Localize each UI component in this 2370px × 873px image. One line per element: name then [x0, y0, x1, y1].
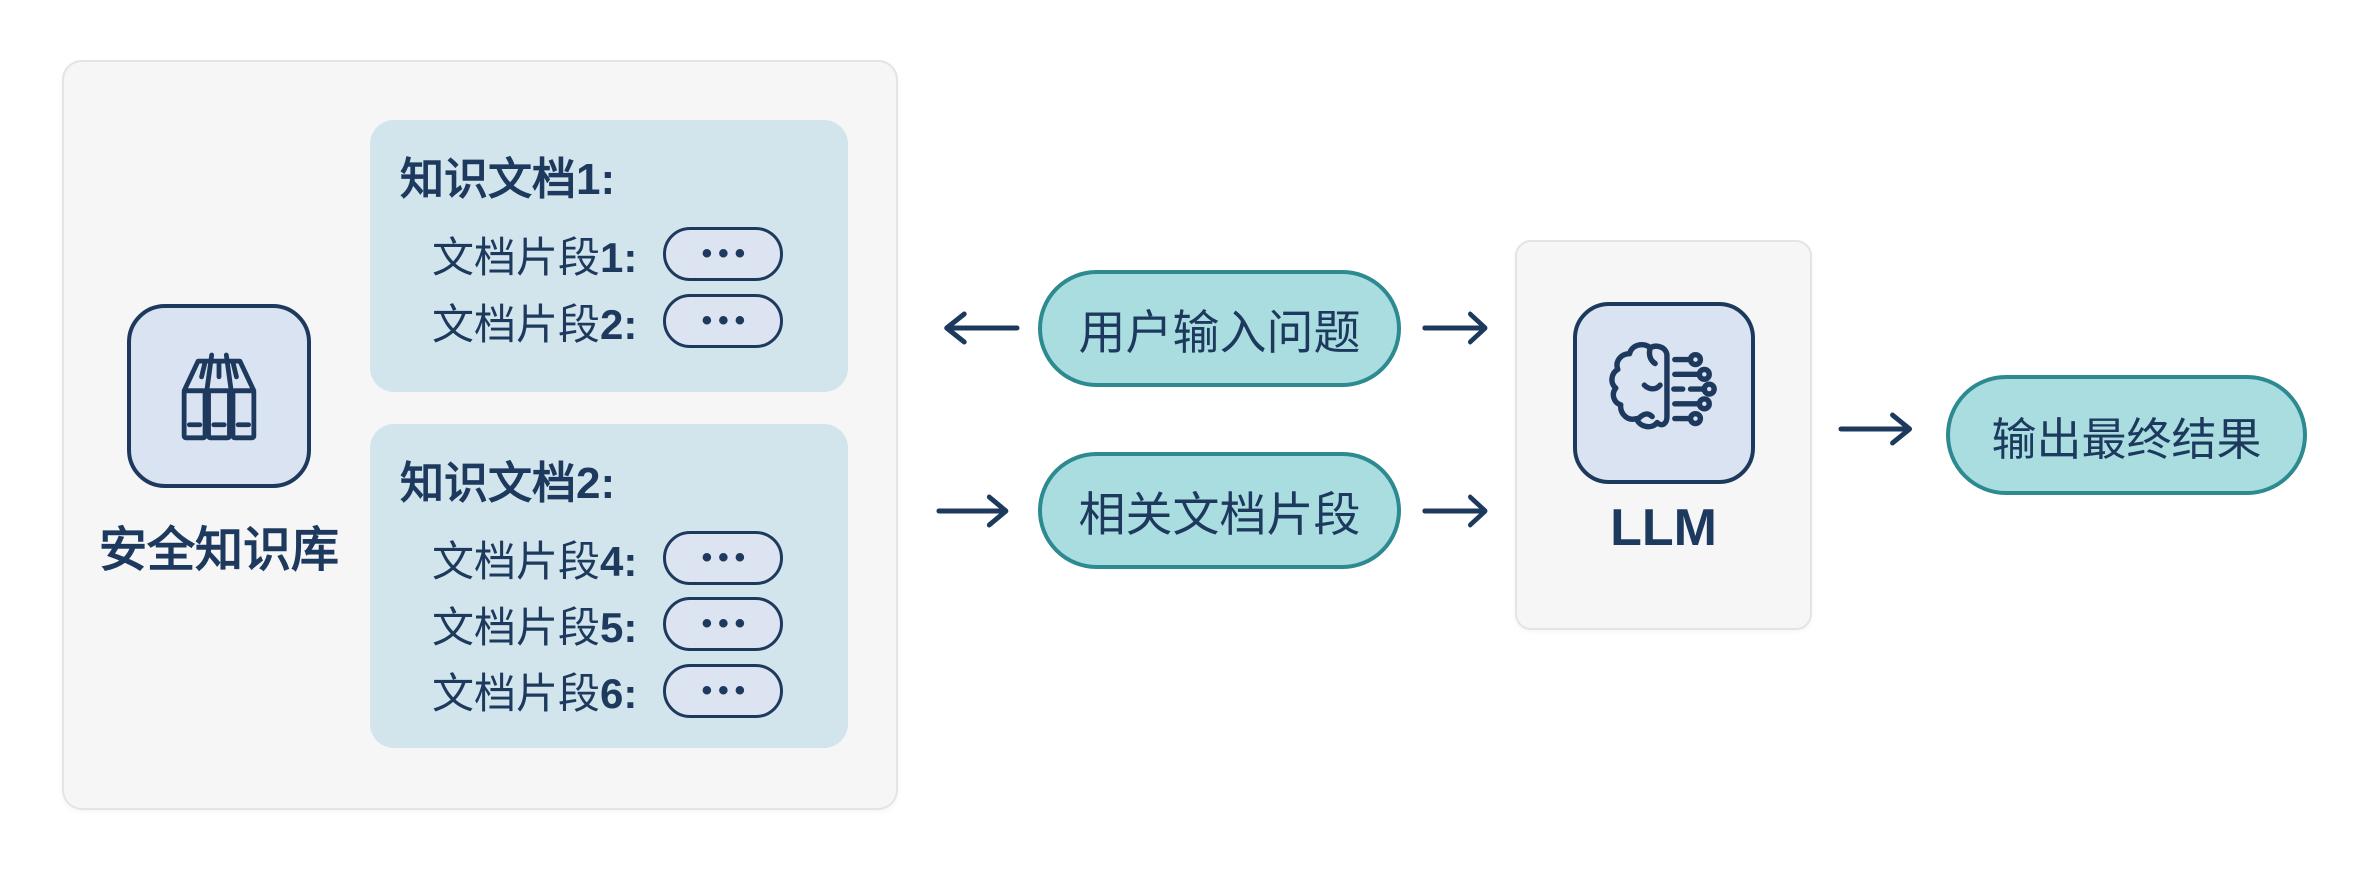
ellipsis-icon: •••	[701, 607, 752, 641]
ellipsis-chip: •••	[663, 663, 784, 718]
arrow-fragments-to-llm	[1422, 493, 1498, 529]
fragment-label: 文档片段2:	[432, 300, 638, 348]
ellipsis-icon: •••	[701, 237, 752, 271]
output-result-pill: 输出最终结果	[1946, 375, 2307, 495]
fragment-row: 文档片段2: •••	[400, 288, 824, 355]
ellipsis-icon: •••	[701, 541, 752, 574]
knowledge-doc-card-2: 知识文档2: 文档片段4: ••• 文档片段5: ••• 文档片段6: •••	[370, 424, 848, 748]
fragment-label: 文档片段5:	[432, 603, 638, 651]
library-books-icon	[127, 304, 311, 488]
fragment-row: 文档片段6: •••	[400, 658, 824, 724]
arrow-knowledge-base-to-fragments	[936, 493, 1020, 529]
user-query-pill: 用户输入问题	[1038, 270, 1401, 387]
fragment-label: 文档片段6:	[432, 670, 638, 718]
knowledge-base-label: 安全知识库	[98, 524, 339, 577]
related-fragments-pill: 相关文档片段	[1038, 452, 1401, 569]
ellipsis-chip: •••	[663, 531, 784, 585]
knowledge-doc-card-1: 知识文档1: 文档片段1: ••• 文档片段2: •••	[370, 120, 848, 392]
ellipsis-icon: •••	[701, 673, 752, 707]
knowledge-base-panel: 安全知识库 知识文档1: 文档片段1: ••• 文档片段2: ••• 知识文档2…	[62, 60, 898, 810]
ai-brain-circuit-icon	[1573, 302, 1755, 484]
arrow-query-to-llm	[1422, 310, 1498, 346]
arrow-query-to-knowledge-base	[932, 310, 1020, 346]
ellipsis-chip: •••	[663, 294, 784, 349]
fragment-label: 文档片段4:	[432, 537, 638, 585]
ellipsis-chip: •••	[663, 227, 784, 282]
doc-title: 知识文档1:	[400, 155, 616, 204]
doc-title: 知识文档2:	[400, 459, 616, 508]
arrow-llm-to-output	[1838, 411, 1924, 447]
fragment-row: 文档片段4: •••	[400, 525, 824, 591]
ellipsis-chip: •••	[663, 597, 784, 652]
llm-label: LLM	[1610, 499, 1717, 557]
fragment-row: 文档片段5: •••	[400, 591, 824, 657]
ellipsis-icon: •••	[701, 304, 752, 338]
fragment-label: 文档片段1:	[432, 233, 638, 281]
fragment-row: 文档片段1: •••	[400, 221, 824, 288]
